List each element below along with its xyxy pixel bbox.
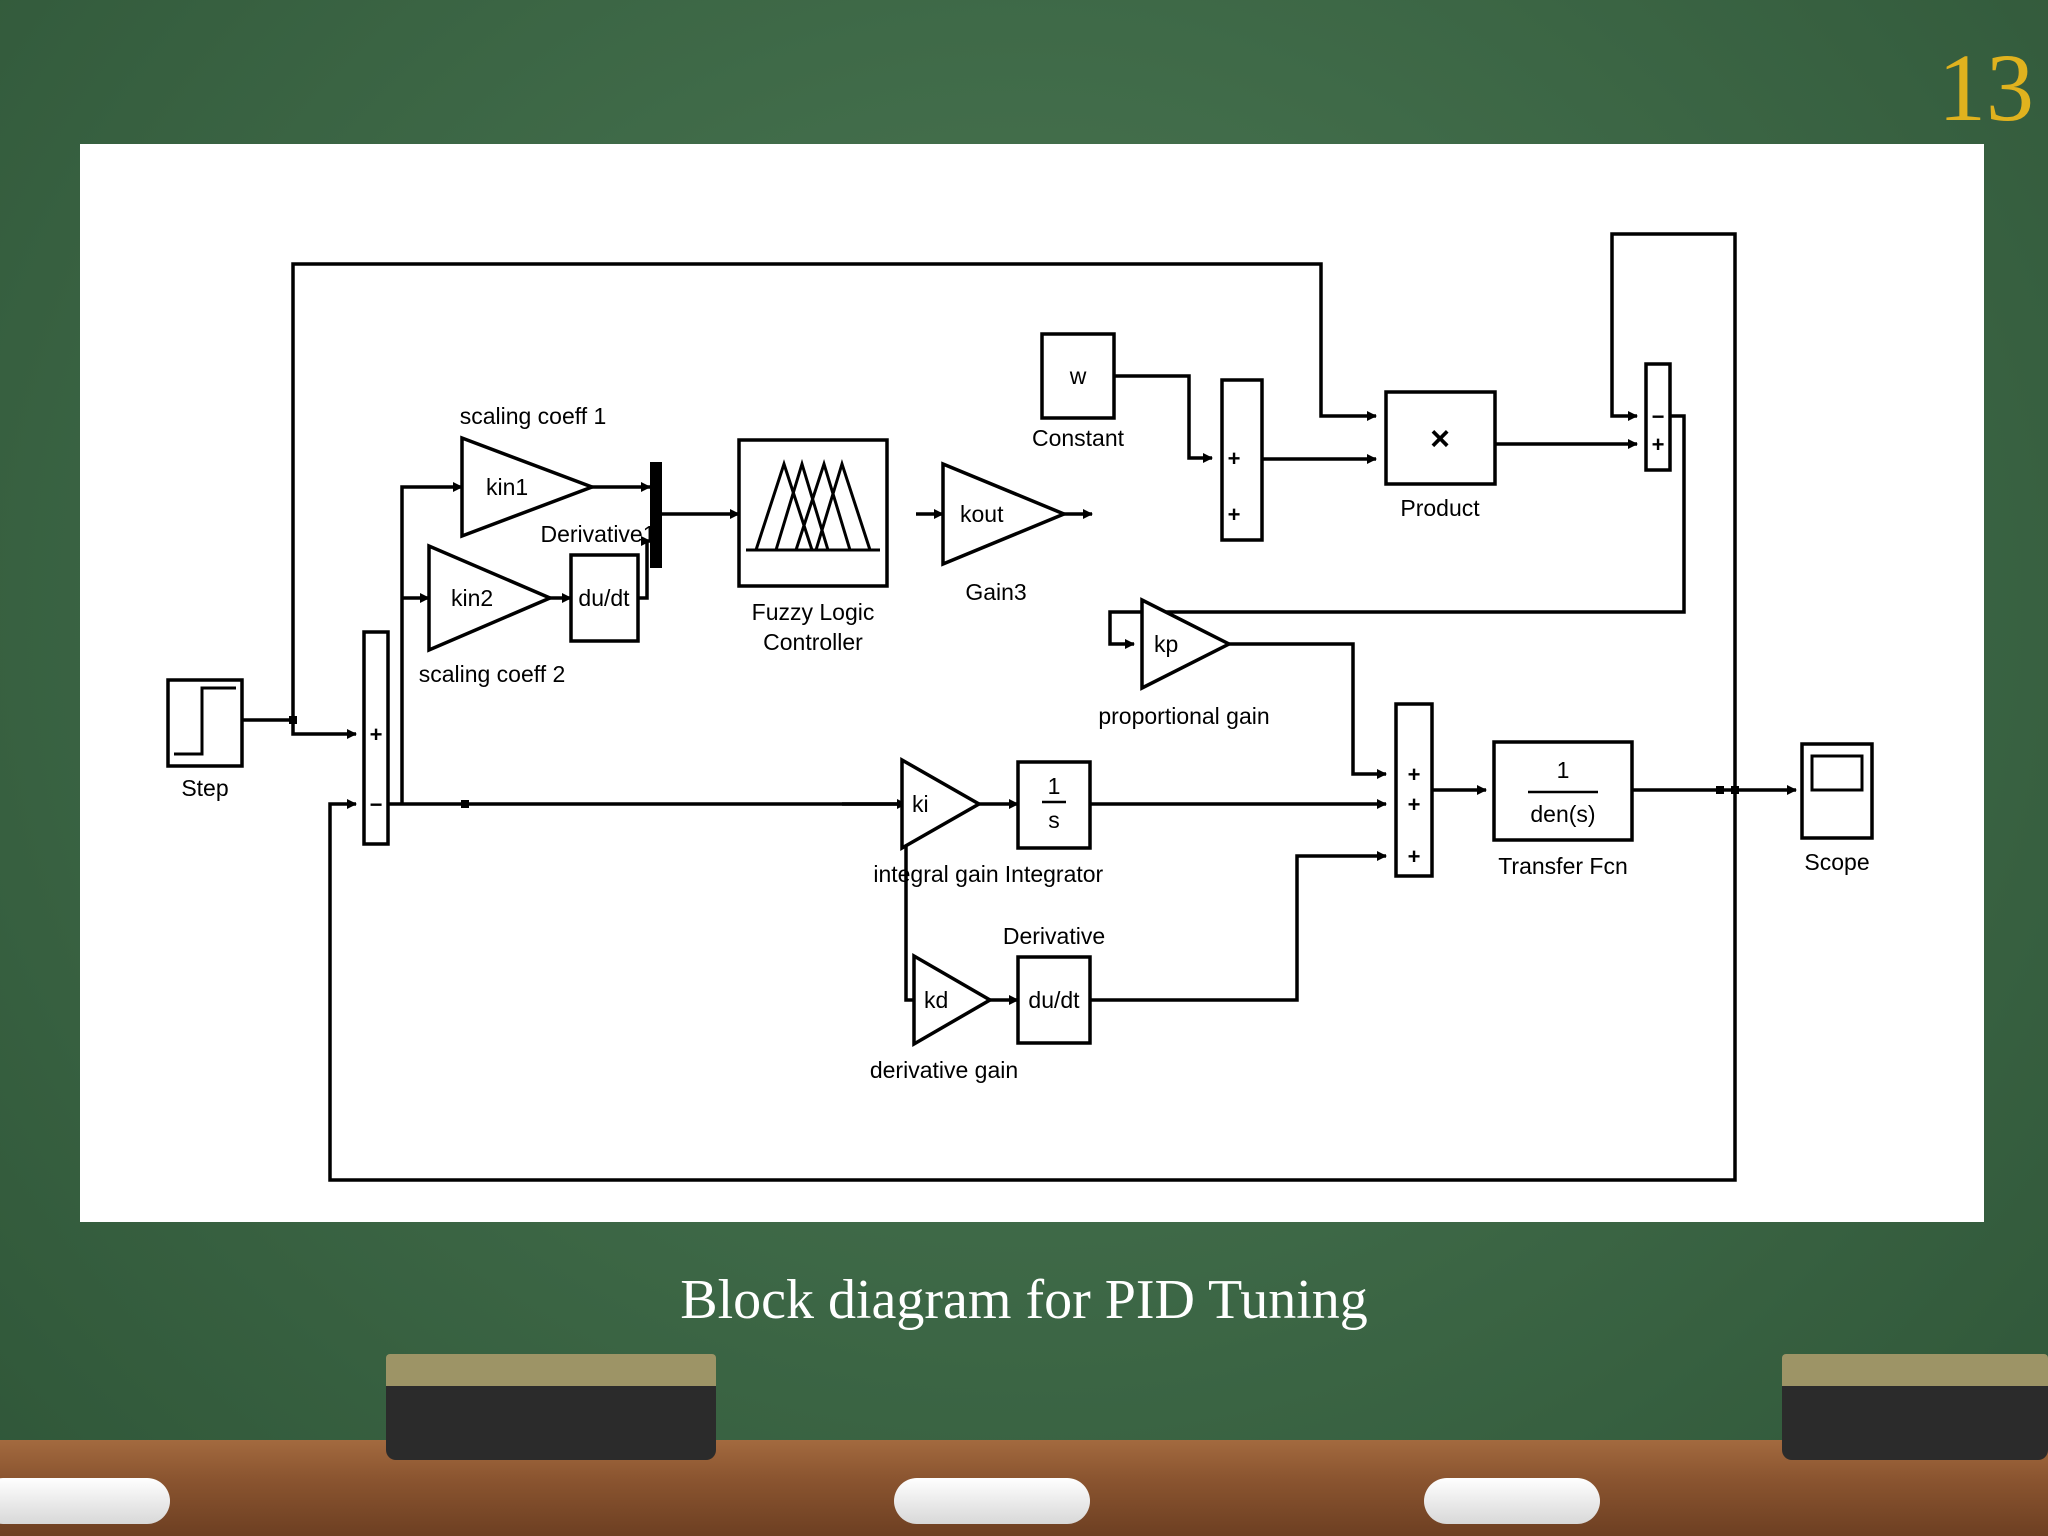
kin1-text: kin1: [486, 474, 528, 500]
mux-block[interactable]: [650, 462, 662, 568]
fuzzy-logic-controller-block[interactable]: Fuzzy Logic Controller: [737, 438, 889, 655]
derivative1-block[interactable]: du/dt Derivative1: [540, 521, 656, 643]
scope-block[interactable]: Scope: [1800, 742, 1874, 875]
constant-block[interactable]: w Constant: [1032, 332, 1125, 451]
ki-text: ki: [912, 791, 929, 817]
derivative-gain-block[interactable]: kd derivative gain: [870, 952, 1018, 1083]
product-symbol: ×: [1430, 420, 1450, 458]
kin2-text: kin2: [451, 585, 493, 611]
pid-sum-block[interactable]: + + +: [1394, 702, 1434, 878]
minus-sign: −: [370, 792, 383, 817]
signal-wires: [242, 232, 1797, 1182]
slide-number: 13: [1938, 34, 2034, 141]
setpoint-sum-block[interactable]: + +: [1220, 378, 1264, 542]
product-label: Product: [1400, 495, 1480, 521]
plus-sign: +: [1228, 446, 1241, 471]
error-sum-block[interactable]: + −: [362, 630, 390, 846]
scaling-coeff-1-label: scaling coeff 1: [460, 403, 607, 429]
derivative-op: du/dt: [1028, 987, 1080, 1013]
transfer-fcn-num: 1: [1557, 757, 1570, 783]
scaling-coeff-2-label: scaling coeff 2: [419, 661, 566, 687]
fuzzy-label-line1: Fuzzy Logic: [752, 599, 875, 625]
block-diagram: Step + − kin1 scaling coeff 1 kin2 scali…: [80, 144, 1984, 1222]
derivative-gain-label: derivative gain: [870, 1057, 1018, 1083]
integrator-den: s: [1048, 807, 1060, 833]
proportional-gain-block[interactable]: kp proportional gain: [1098, 597, 1270, 729]
transfer-fcn-block[interactable]: 1 den(s) Transfer Fcn: [1492, 740, 1634, 879]
chalk-piece-left: [0, 1478, 170, 1524]
feedback-sum-block[interactable]: − +: [1644, 362, 1672, 472]
kd-text: kd: [924, 987, 948, 1013]
derivative-block[interactable]: du/dt Derivative: [1003, 923, 1105, 1045]
right-eraser: [1782, 1354, 2048, 1460]
proportional-gain-label: proportional gain: [1098, 703, 1269, 729]
plus-sign: +: [1652, 432, 1665, 457]
scaling-coeff-2-gain[interactable]: kin2 scaling coeff 2: [419, 543, 566, 687]
constant-value: w: [1069, 363, 1087, 389]
integral-gain-block[interactable]: ki integral gain: [873, 756, 999, 887]
minus-sign: −: [1652, 404, 1665, 429]
derivative-label: Derivative: [1003, 923, 1105, 949]
plus-sign: +: [1408, 792, 1421, 817]
integral-gain-label: integral gain: [873, 861, 998, 887]
left-eraser: [386, 1354, 716, 1460]
block-diagram-canvas: Step + − kin1 scaling coeff 1 kin2 scali…: [166, 232, 1874, 1182]
step-label: Step: [181, 775, 228, 801]
scope-label: Scope: [1804, 849, 1869, 875]
constant-label: Constant: [1032, 425, 1125, 451]
chalk-piece-right: [1424, 1478, 1600, 1524]
integrator-num: 1: [1048, 773, 1061, 799]
transfer-fcn-label: Transfer Fcn: [1498, 853, 1628, 879]
derivative1-op: du/dt: [578, 585, 630, 611]
plus-sign: +: [1408, 762, 1421, 787]
plus-sign: +: [1228, 502, 1241, 527]
plus-sign: +: [1408, 844, 1421, 869]
integrator-label: Integrator: [1005, 861, 1104, 887]
fuzzy-label-line2: Controller: [763, 629, 863, 655]
gain3-label: Gain3: [965, 579, 1026, 605]
chalk-piece-middle: [894, 1478, 1090, 1524]
scaling-coeff-1-gain[interactable]: kin1 scaling coeff 1: [460, 403, 607, 539]
product-block[interactable]: × Product: [1384, 390, 1497, 521]
transfer-fcn-den: den(s): [1530, 801, 1595, 827]
plus-sign: +: [370, 722, 383, 747]
gain3-block[interactable]: kout Gain3: [941, 461, 1069, 605]
slide-caption: Block diagram for PID Tuning: [680, 1269, 1368, 1331]
derivative1-label: Derivative1: [540, 521, 655, 547]
kp-text: kp: [1154, 631, 1178, 657]
integrator-block[interactable]: 1 s Integrator: [1005, 760, 1104, 887]
step-block[interactable]: Step: [166, 678, 244, 801]
kout-text: kout: [960, 501, 1004, 527]
